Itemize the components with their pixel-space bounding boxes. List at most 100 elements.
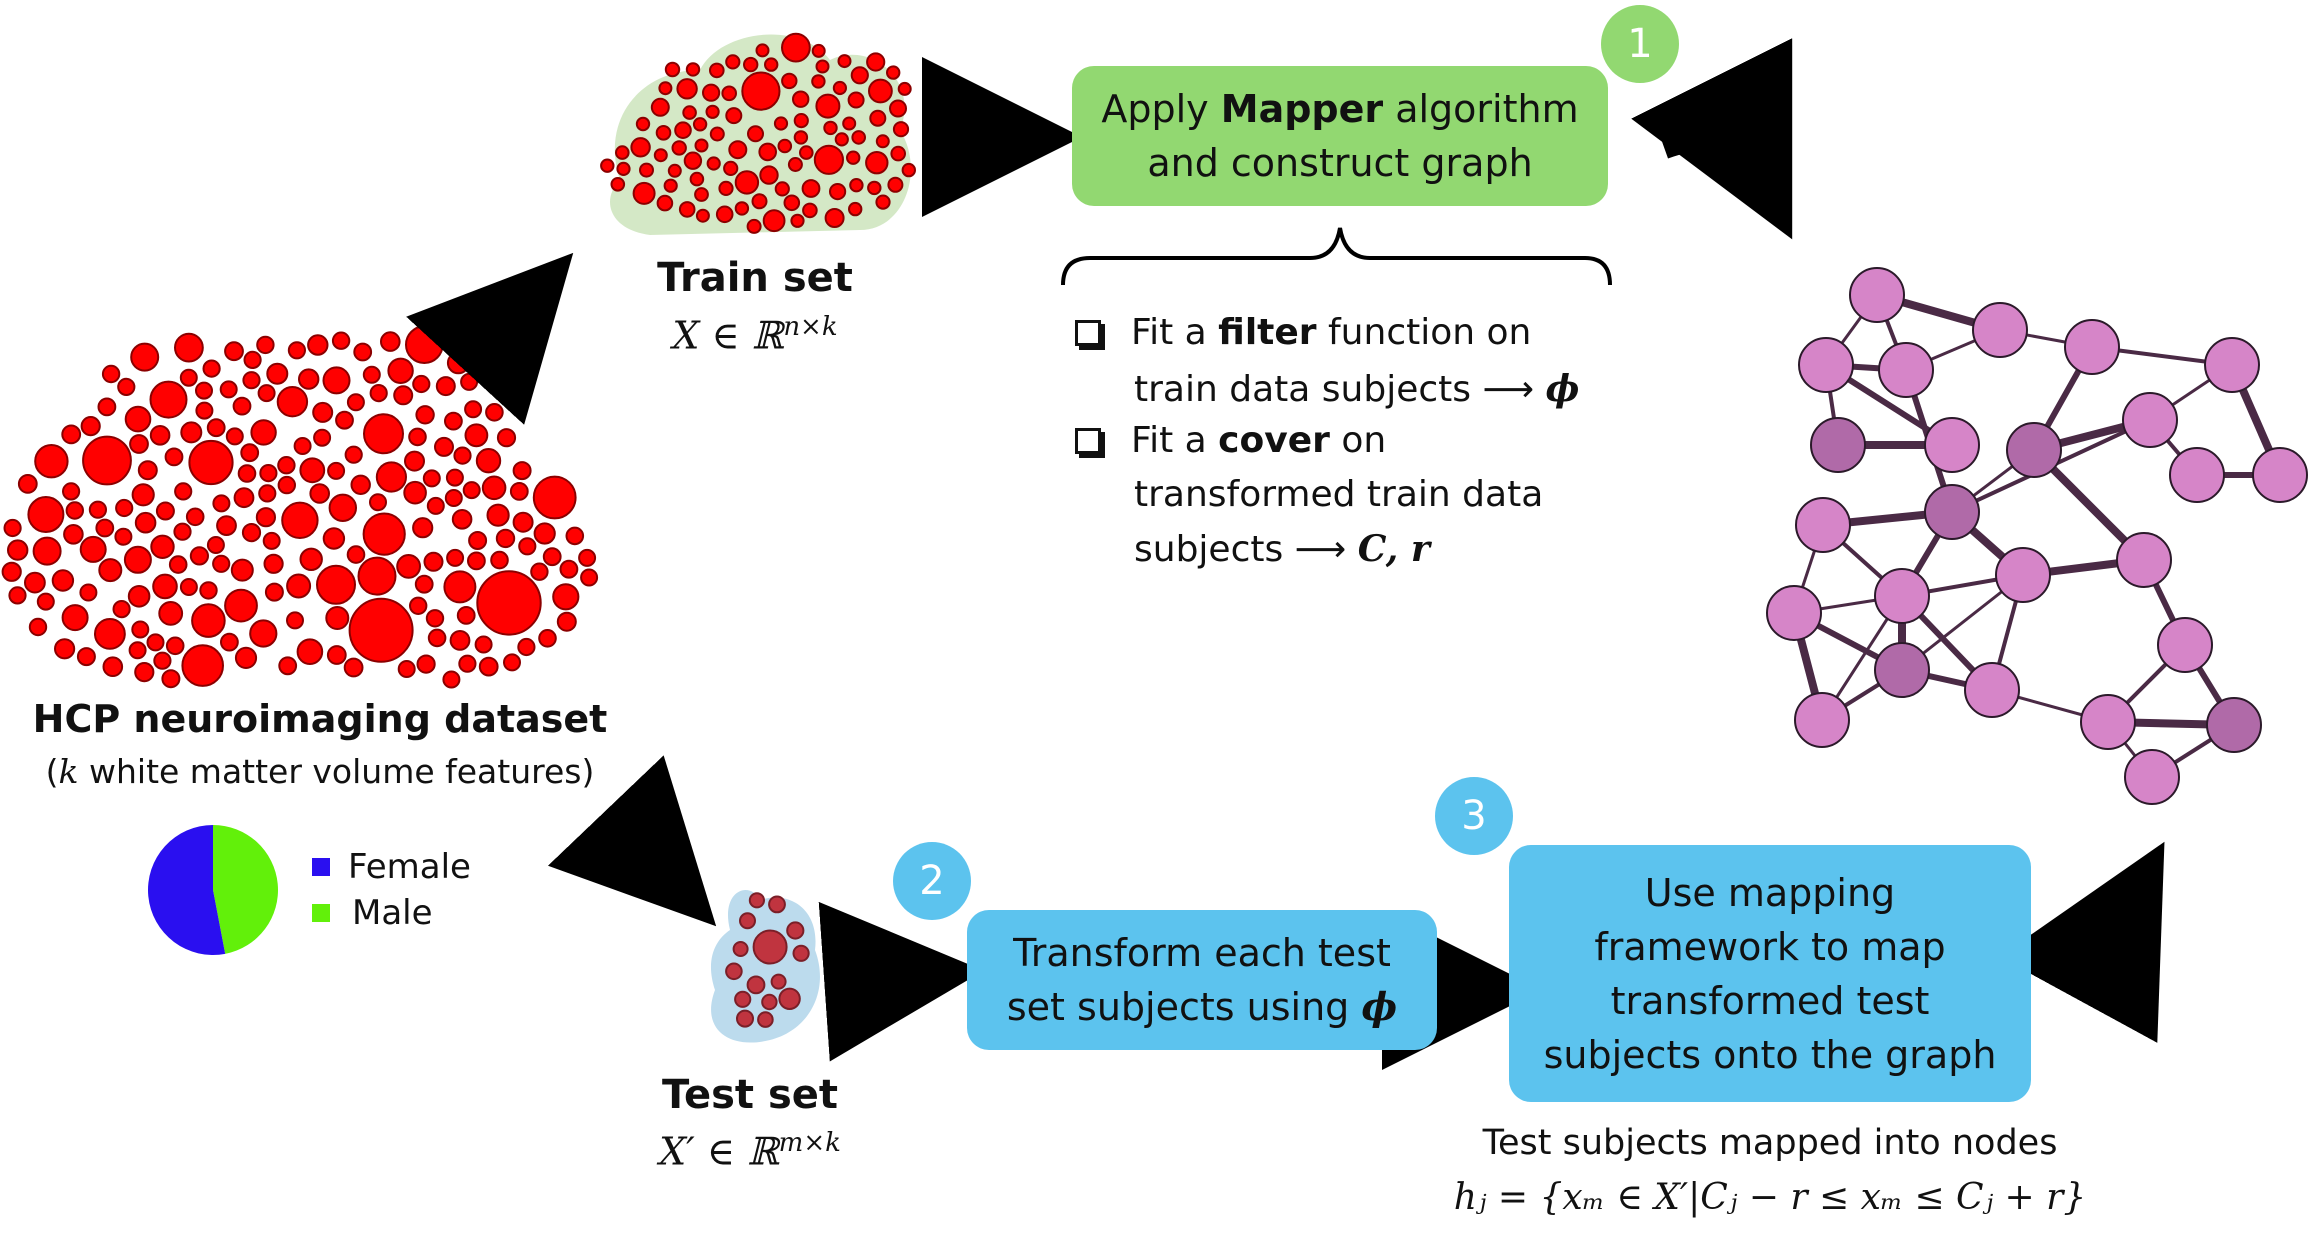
data-point xyxy=(286,611,304,630)
data-point xyxy=(114,527,133,546)
train-point xyxy=(799,145,814,160)
train-point xyxy=(694,138,709,153)
data-point xyxy=(206,536,225,554)
step1-line1-pre: Apply xyxy=(1101,87,1221,131)
data-point xyxy=(362,365,381,384)
train-point xyxy=(656,194,674,212)
data-point xyxy=(134,662,155,683)
pie-slice-male xyxy=(213,824,279,954)
graph-node xyxy=(1878,342,1934,398)
dataset-subtitle-var: k xyxy=(58,752,79,791)
graph-node xyxy=(2064,319,2120,375)
train-point xyxy=(851,130,867,145)
data-point xyxy=(517,637,536,657)
data-point xyxy=(309,483,331,504)
dataset-subtitle-open: ( xyxy=(45,752,59,791)
test-point xyxy=(752,929,788,965)
train-point xyxy=(755,43,770,58)
data-point xyxy=(316,564,356,605)
data-point xyxy=(24,571,46,594)
data-point xyxy=(95,518,115,538)
data-point xyxy=(195,381,213,400)
data-point xyxy=(250,419,277,446)
data-point xyxy=(241,523,262,543)
data-point xyxy=(348,597,414,663)
checkbox-icon xyxy=(1075,320,1101,346)
train-point xyxy=(685,62,701,77)
data-point xyxy=(425,609,445,628)
graph-node xyxy=(1798,337,1854,393)
graph-node xyxy=(1874,642,1930,698)
data-point xyxy=(331,331,351,350)
graph-node xyxy=(1795,497,1851,553)
data-point xyxy=(397,660,416,678)
test-point xyxy=(734,990,752,1008)
train-point xyxy=(630,137,651,158)
data-point xyxy=(224,341,244,362)
data-point xyxy=(131,483,155,507)
data-point xyxy=(542,547,562,567)
train-point xyxy=(702,83,721,102)
data-point xyxy=(485,403,504,422)
data-point xyxy=(486,503,510,527)
arrow-step1-to-graph xyxy=(1631,38,1793,240)
data-point xyxy=(220,632,239,652)
graph-node xyxy=(2122,392,2178,448)
data-point xyxy=(518,537,537,556)
step1-line1: Apply Mapper algorithm xyxy=(1101,82,1578,136)
train-point xyxy=(743,56,759,73)
train-point xyxy=(815,59,830,74)
data-point xyxy=(76,647,96,667)
step2-line2-text: set subjects using xyxy=(1006,985,1362,1029)
train-point xyxy=(889,99,907,118)
train-point xyxy=(793,113,809,129)
data-point xyxy=(416,654,436,674)
data-point xyxy=(94,618,126,650)
train-point xyxy=(815,93,841,119)
train-point xyxy=(694,187,709,202)
data-point xyxy=(129,434,149,454)
data-point xyxy=(242,371,261,390)
data-point xyxy=(362,512,406,556)
graph-node xyxy=(2080,694,2136,750)
step1-item-cover: Fit a cover on xyxy=(1075,414,1386,468)
data-point xyxy=(206,418,226,438)
data-point xyxy=(278,656,298,676)
data-point xyxy=(353,342,373,362)
data-point xyxy=(327,461,346,480)
train-point xyxy=(892,121,910,138)
train-point xyxy=(813,144,845,175)
data-point xyxy=(444,411,463,431)
data-point xyxy=(293,437,312,455)
data-point xyxy=(101,364,121,384)
data-point xyxy=(137,460,158,481)
data-point xyxy=(426,496,445,515)
data-point xyxy=(62,482,81,501)
graph-node xyxy=(2204,337,2260,393)
data-point xyxy=(195,401,214,420)
data-point xyxy=(467,551,486,571)
step2-badge: 2 xyxy=(893,842,971,920)
data-point xyxy=(468,531,488,550)
step2-line2: set subjects using ϕ xyxy=(1007,980,1397,1034)
train-point xyxy=(635,116,651,132)
data-point xyxy=(185,507,205,527)
graph-node xyxy=(2252,447,2308,503)
train-point xyxy=(781,72,798,90)
data-point xyxy=(164,447,184,467)
legend-male-swatch xyxy=(312,904,330,922)
train-set-formula: X ∈ ℝn×k xyxy=(600,312,910,358)
train-point xyxy=(695,208,710,223)
data-point xyxy=(478,656,499,677)
data-point xyxy=(202,359,221,378)
data-point xyxy=(249,619,278,648)
data-point xyxy=(346,393,365,412)
data-point xyxy=(299,547,323,571)
data-point xyxy=(266,362,289,385)
data-point xyxy=(503,653,521,672)
data-point xyxy=(444,489,463,507)
data-point xyxy=(1,561,22,582)
legend-male-label: Male xyxy=(352,893,433,933)
data-point xyxy=(233,487,255,509)
